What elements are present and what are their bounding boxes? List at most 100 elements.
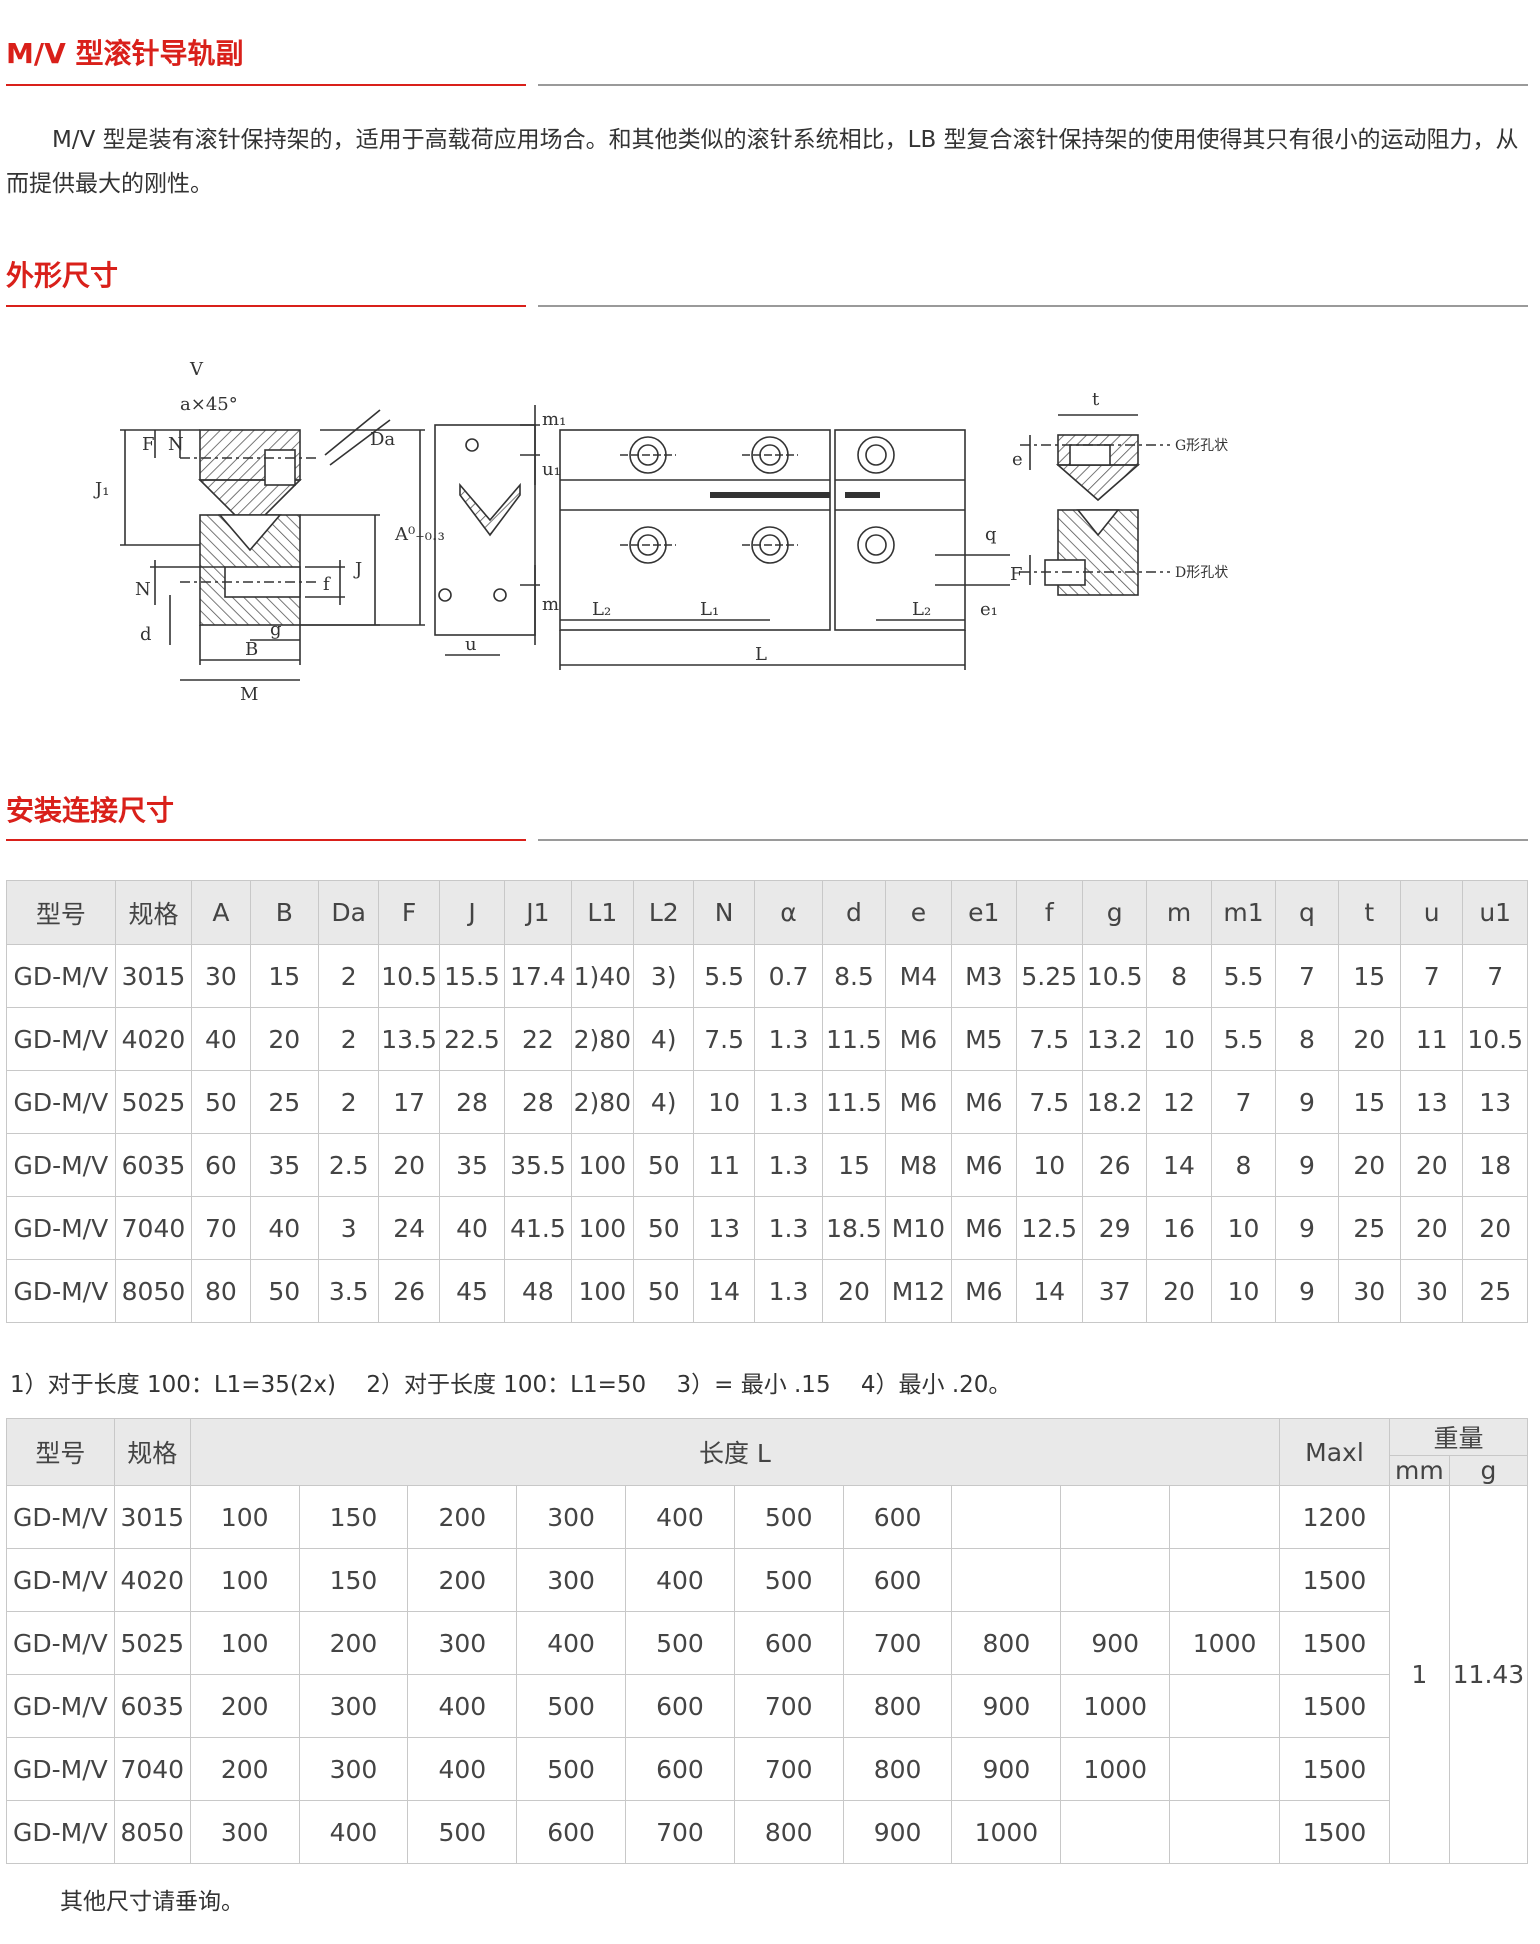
t2-cell: 1000 <box>1060 1737 1171 1801</box>
label-q: q <box>985 524 997 545</box>
t1-cell: 8 <box>1146 944 1212 1008</box>
t1-cell: M10 <box>884 1196 953 1260</box>
t2-cell <box>1060 1548 1171 1612</box>
t1-cell: 10 <box>1210 1196 1277 1260</box>
label-e1: e₁ <box>980 599 998 620</box>
label-F2: F <box>1010 564 1023 585</box>
t2-cell: 1500 <box>1279 1548 1390 1612</box>
t1-cell: 10.5 <box>1462 1007 1528 1071</box>
t2-cell: 600 <box>516 1800 627 1864</box>
t1-cell: M5 <box>951 1007 1017 1071</box>
t2-cell <box>1060 1485 1171 1549</box>
t1-cell: 25 <box>1462 1259 1528 1323</box>
weight-g-cell: 11.43 <box>1448 1485 1529 1864</box>
t1-cell: 20 <box>822 1259 886 1323</box>
label-D-hole: D形孔状 <box>1175 565 1228 581</box>
t1-header-J1: J1 <box>504 880 572 945</box>
t2-cell: 500 <box>407 1800 518 1864</box>
t1-cell: 10 <box>1146 1007 1212 1071</box>
t1-cell: 7.5 <box>1015 1070 1083 1134</box>
t1-cell: M6 <box>951 1259 1017 1323</box>
t2-cell: 700 <box>733 1674 844 1738</box>
t1-cell: 70 <box>191 1196 251 1260</box>
t1-cell: M8 <box>884 1133 953 1197</box>
label-L: L <box>755 644 767 665</box>
t1-cell: M6 <box>884 1070 953 1134</box>
t2-cell <box>1169 1548 1281 1612</box>
t1-cell: 11 <box>693 1133 755 1197</box>
t1-cell: M4 <box>884 944 953 1008</box>
t1-cell: 7 <box>1210 1070 1277 1134</box>
t2-header-model: 型号 <box>6 1418 115 1486</box>
dimensions-rule-red <box>6 305 526 307</box>
t1-header-alpha: α <box>753 880 824 945</box>
t2-cell: 300 <box>189 1800 300 1864</box>
t1-cell: 24 <box>378 1196 440 1260</box>
t1-cell: 16 <box>1146 1196 1212 1260</box>
t2-header-spec: 规格 <box>113 1418 191 1486</box>
t2-cell: 800 <box>733 1800 844 1864</box>
t2-cell: 500 <box>516 1674 627 1738</box>
t1-cell: M3 <box>951 944 1017 1008</box>
label-L2-left: L₂ <box>592 599 611 620</box>
t1-header-model: 型号 <box>6 880 116 945</box>
t2-cell: 200 <box>189 1737 300 1801</box>
t1-cell: 20 <box>1400 1133 1464 1197</box>
technical-drawing: V a×45° J₁ F N Da A⁰₋₀.₃ J f N d g B M m… <box>93 359 1228 705</box>
t1-cell: 7040 <box>114 1196 193 1260</box>
t2-cell: 300 <box>298 1737 409 1801</box>
label-g: g <box>270 619 282 640</box>
t2-cell: 900 <box>842 1800 953 1864</box>
t1-header-q: q <box>1275 880 1339 945</box>
t2-cell: GD-M/V <box>6 1485 115 1549</box>
t1-cell: 11.5 <box>822 1070 886 1134</box>
label-e: e <box>1012 449 1023 470</box>
t1-header-F: F <box>378 880 440 945</box>
t2-cell: 3015 <box>113 1485 191 1549</box>
t1-cell: 45 <box>438 1259 506 1323</box>
t2-cell: 8050 <box>113 1800 191 1864</box>
t1-cell: 7.5 <box>1015 1007 1083 1071</box>
t1-cell: 1.3 <box>753 1070 824 1134</box>
t2-cell: 400 <box>516 1611 627 1675</box>
t1-cell: 50 <box>249 1259 320 1323</box>
t1-cell: GD-M/V <box>6 1070 116 1134</box>
t2-cell: 300 <box>516 1548 627 1612</box>
t1-cell: 25 <box>249 1070 320 1134</box>
t1-cell: 10 <box>693 1070 755 1134</box>
label-F: F <box>142 434 155 455</box>
label-B: B <box>245 639 258 660</box>
t1-cell: 1.3 <box>753 1133 824 1197</box>
title-rule-red <box>6 84 526 86</box>
t1-cell: 35 <box>249 1133 320 1197</box>
t1-cell: 7 <box>1275 944 1339 1008</box>
t2-cell: 100 <box>189 1485 300 1549</box>
t1-cell: 22.5 <box>438 1007 506 1071</box>
t2-cell <box>951 1485 1062 1549</box>
t1-cell: 100 <box>570 1196 635 1260</box>
install-rule-gray <box>538 839 1528 841</box>
t1-cell: 13.2 <box>1081 1007 1148 1071</box>
t2-cell: 200 <box>298 1611 409 1675</box>
t2-cell: 700 <box>842 1611 953 1675</box>
t1-cell: 48 <box>504 1259 572 1323</box>
t1-cell: 2 <box>318 1007 380 1071</box>
t2-cell: 900 <box>951 1674 1062 1738</box>
t1-cell: 29 <box>1081 1196 1148 1260</box>
t1-cell: 4) <box>633 1070 695 1134</box>
t2-cell: GD-M/V <box>6 1611 115 1675</box>
t1-cell: 2 <box>318 1070 380 1134</box>
title-rule-gray <box>538 84 1528 86</box>
t1-cell: 80 <box>191 1259 251 1323</box>
t2-cell: GD-M/V <box>6 1800 115 1864</box>
t1-cell: 26 <box>378 1259 440 1323</box>
t1-header-m: m <box>1146 880 1212 945</box>
t2-cell: 1200 <box>1279 1485 1390 1549</box>
t1-header-N: N <box>693 880 755 945</box>
t1-cell: 26 <box>1081 1133 1148 1197</box>
t1-header-m1: m1 <box>1210 880 1277 945</box>
t2-cell: 200 <box>189 1674 300 1738</box>
t1-cell: 12 <box>1146 1070 1212 1134</box>
